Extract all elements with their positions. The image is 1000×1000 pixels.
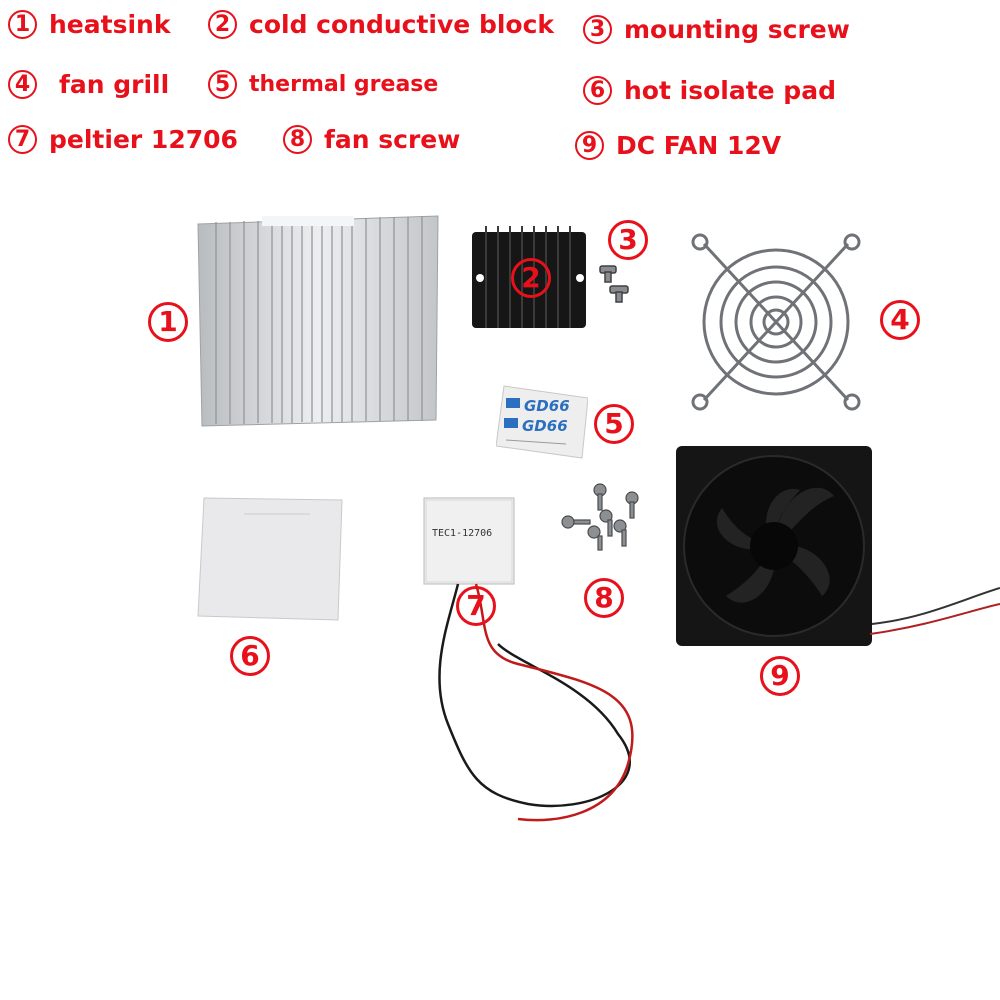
legend-label: fan screw (324, 125, 461, 154)
marker-3: 3 (608, 220, 648, 260)
fan-grill-image (686, 232, 866, 412)
marker-1: 1 (148, 302, 188, 342)
marker-6: 6 (230, 636, 270, 676)
peltier-label: TEC1-12706 (432, 528, 492, 539)
dc-fan-image (666, 438, 1000, 654)
legend-item-heatsink: 1 heatsink (8, 10, 170, 39)
packet-label-1: GD66 (524, 397, 570, 415)
marker-4: 4 (880, 300, 920, 340)
legend-item-mounting-screw: 3 mounting screw (583, 15, 850, 44)
peltier-image: TEC1-12706 (418, 494, 648, 834)
legend-number: 8 (283, 125, 312, 154)
heatsink-image (192, 212, 442, 432)
legend-item-thermal-grease: 5 thermal grease (208, 70, 438, 99)
fan-screws-image (548, 476, 648, 556)
packet-label-2: GD66 (522, 417, 568, 435)
legend-item-cold-block: 2 cold conductive block (208, 10, 554, 39)
marker-2: 2 (511, 258, 551, 298)
legend-item-dc-fan: 9 DC FAN 12V (575, 131, 781, 160)
legend-label: DC FAN 12V (616, 131, 782, 160)
legend-label: mounting screw (624, 15, 850, 44)
marker-5: 5 (594, 404, 634, 444)
legend-number: 7 (8, 125, 37, 154)
legend-number: 3 (583, 15, 612, 44)
legend-label: peltier 12706 (49, 125, 238, 154)
thermal-grease-image: GD66 GD66 (496, 384, 588, 460)
marker-9: 9 (760, 656, 800, 696)
legend-number: 9 (575, 131, 604, 160)
legend-number: 5 (208, 70, 237, 99)
mounting-screws-image (596, 262, 636, 304)
legend-label: heatsink (49, 10, 171, 39)
legend-label: hot isolate pad (624, 76, 836, 105)
legend-number: 6 (583, 76, 612, 105)
legend-label: fan grill (59, 70, 170, 99)
legend-item-fan-screw: 8 fan screw (283, 125, 460, 154)
legend-number: 2 (208, 10, 237, 39)
legend-label: cold conductive block (249, 10, 555, 39)
legend-item-isolate-pad: 6 hot isolate pad (583, 76, 836, 105)
legend-label: thermal grease (249, 72, 439, 97)
legend-number: 4 (8, 70, 37, 99)
marker-7: 7 (456, 586, 496, 626)
legend-number: 1 (8, 10, 37, 39)
isolate-pad-image (196, 496, 346, 624)
legend-item-fan-grill: 4 fan grill (8, 70, 169, 99)
legend-item-peltier: 7 peltier 12706 (8, 125, 238, 154)
marker-8: 8 (584, 578, 624, 618)
